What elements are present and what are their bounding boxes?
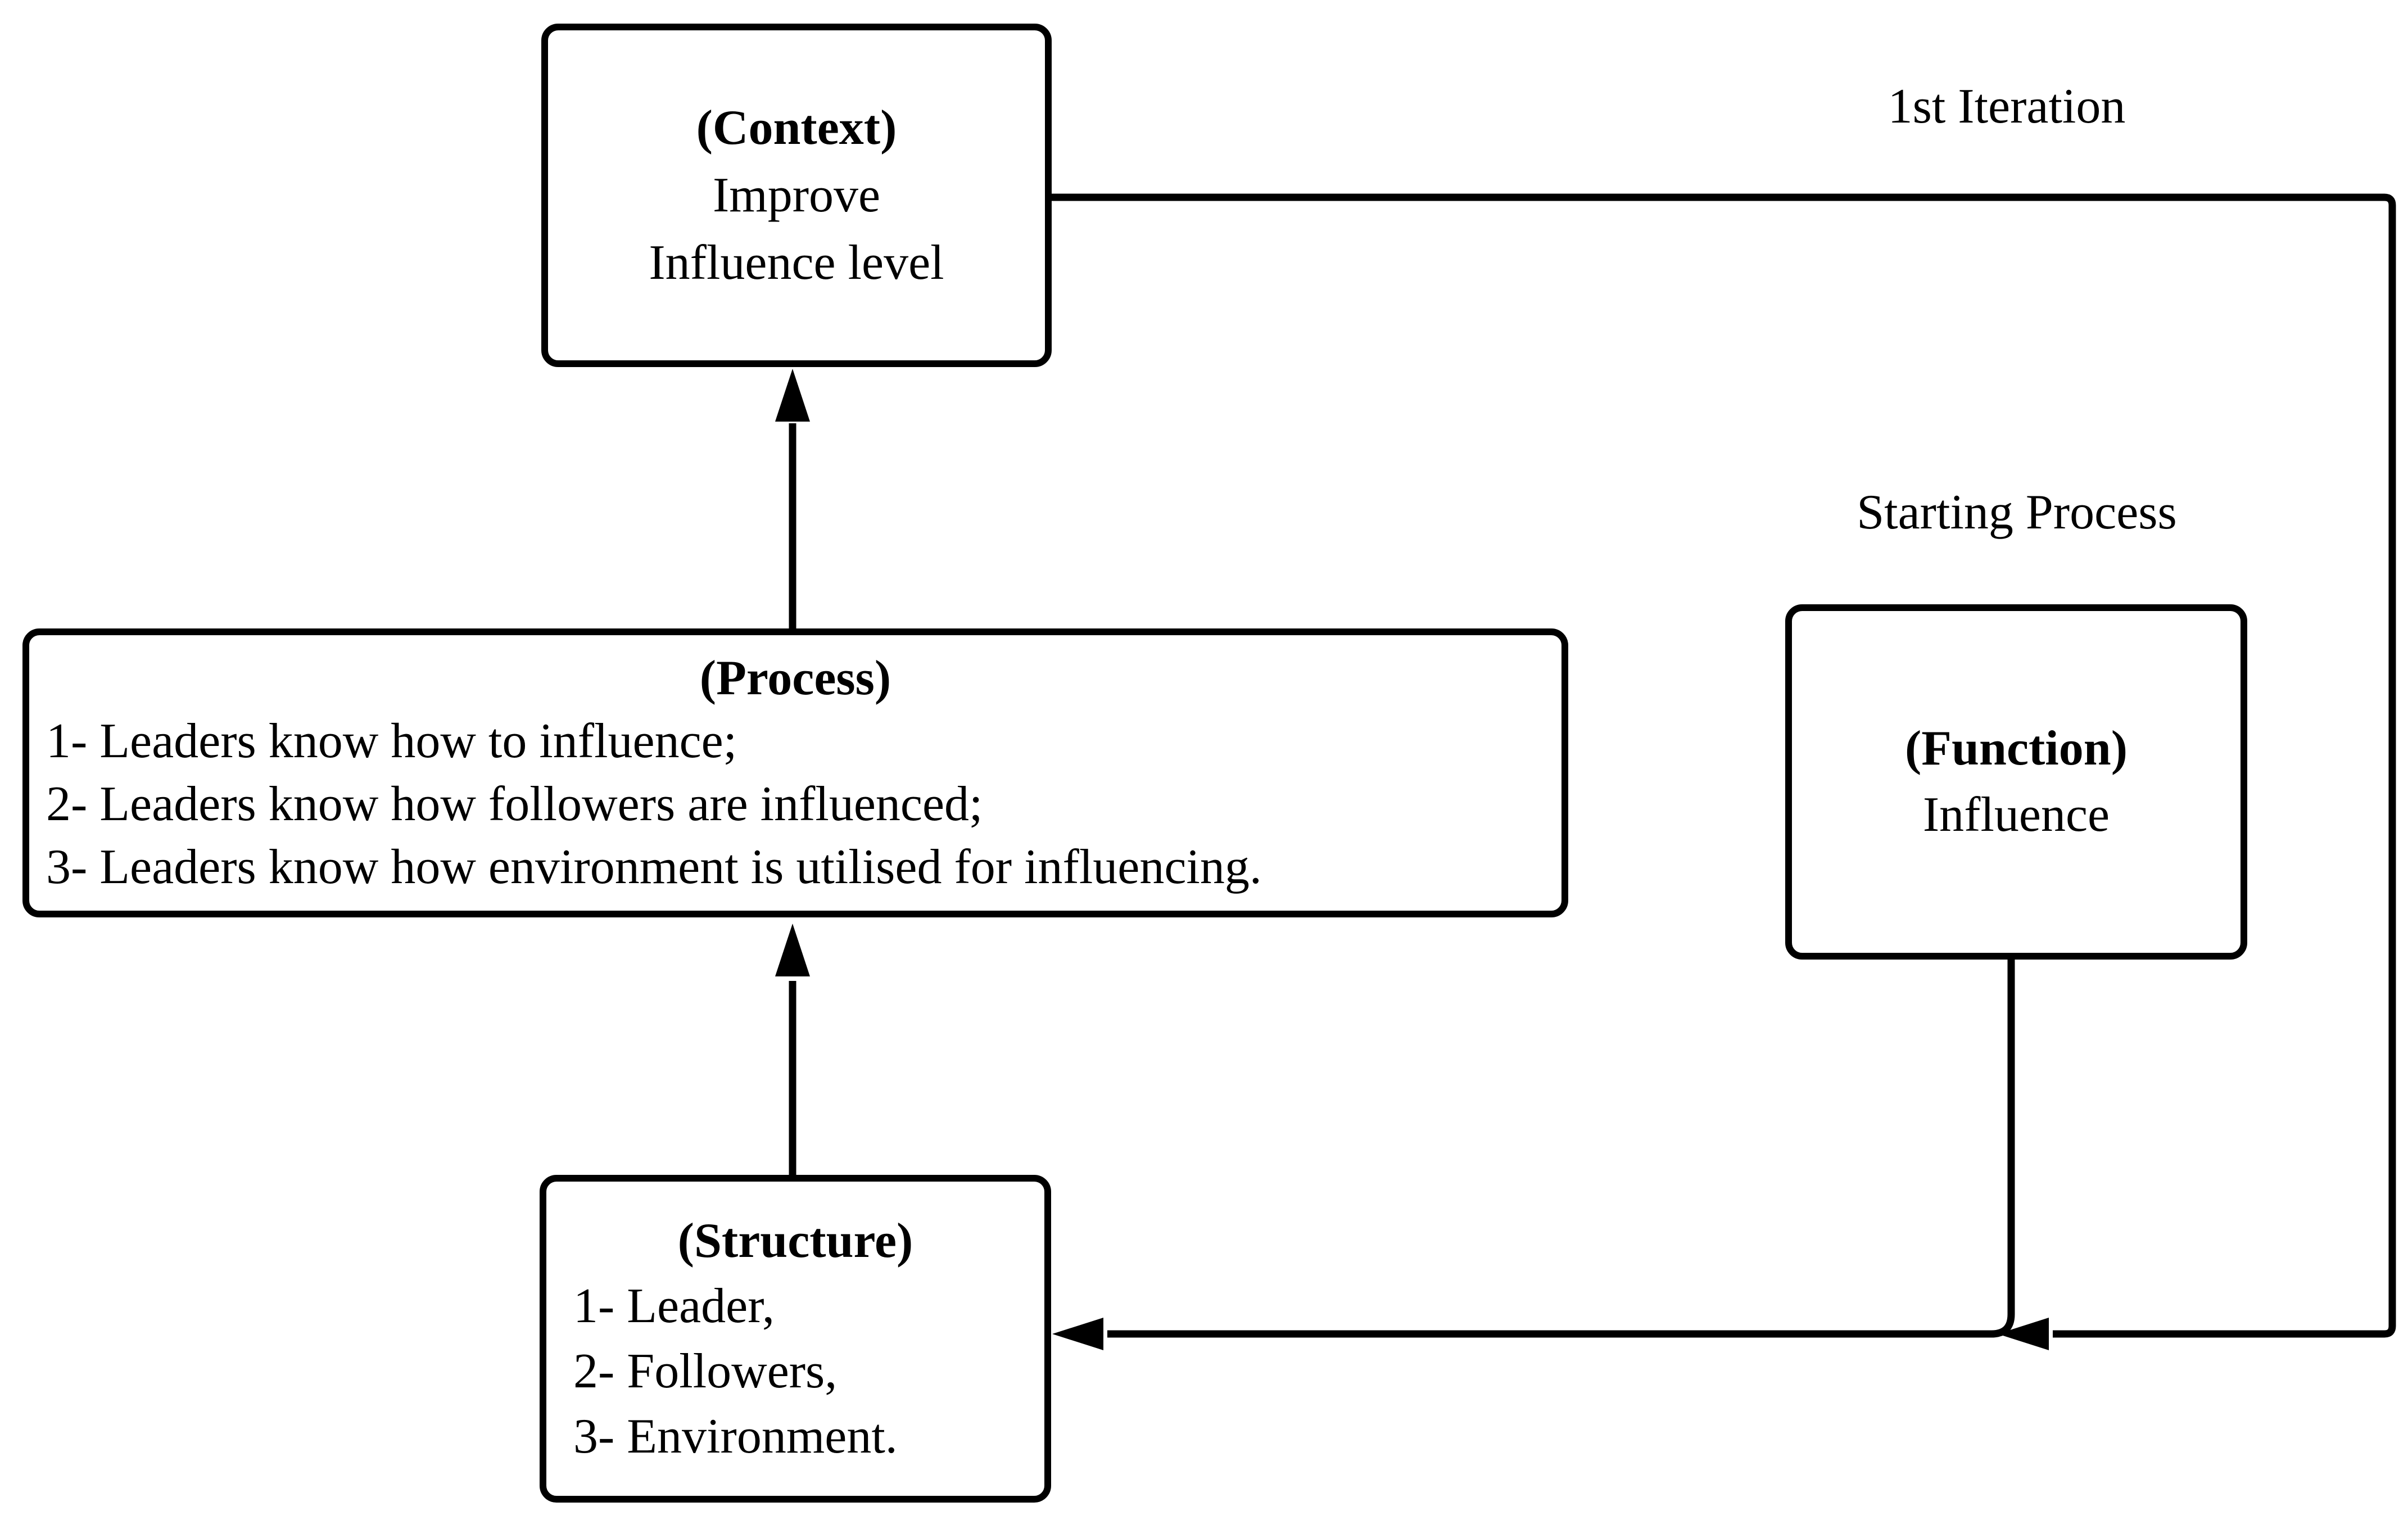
structure-node: (Structure) 1- Leader, 2- Followers, 3- …	[540, 1175, 1051, 1503]
context-node-line-2: Influence level	[649, 235, 944, 290]
function-node: (Function) Influence	[1785, 604, 2247, 960]
context-node: (Context) Improve Influence level	[541, 24, 1052, 367]
into-process-arrowhead	[775, 924, 810, 976]
context-node-line-1: Improve	[712, 168, 881, 223]
process-node-title: (Process)	[699, 651, 891, 705]
into-structure-arrowhead	[1052, 1318, 1103, 1350]
context-node-title: (Context)	[696, 100, 897, 155]
context-iteration-connector	[1048, 193, 2396, 1338]
function-node-title: (Function)	[1905, 721, 2128, 776]
process-node-item-3: 3- Leaders know how environment is utili…	[46, 840, 1262, 894]
process-node-item-1: 1- Leaders know how to influence;	[46, 714, 737, 768]
structure-node-title: (Structure)	[677, 1213, 913, 1268]
process-node: (Process) 1- Leaders know how to influen…	[22, 628, 1568, 917]
structure-node-item-3: 3- Environment.	[573, 1409, 898, 1464]
structure-node-item-2: 2- Followers,	[573, 1343, 838, 1399]
function-to-structure-connector	[1107, 956, 2015, 1338]
structure-node-item-1: 1- Leader,	[573, 1278, 775, 1333]
into-context-arrowhead	[775, 369, 810, 422]
first-iteration-label: 1st Iteration	[1888, 79, 2126, 134]
iteration-merge-arrowhead	[1998, 1318, 2049, 1350]
process-node-item-2: 2- Leaders know how followers are influe…	[46, 777, 983, 831]
starting-process-label: Starting Process	[1857, 485, 2177, 540]
function-node-line-1: Influence	[1922, 788, 2110, 842]
